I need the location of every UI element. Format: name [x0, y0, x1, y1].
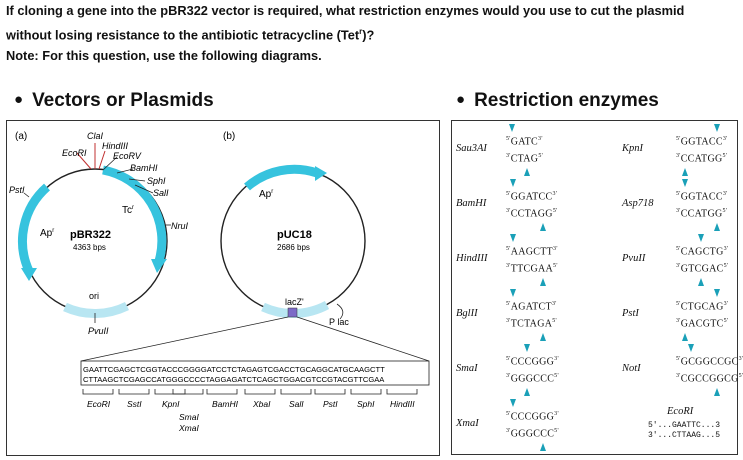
pbr322-tet-arc: [102, 165, 167, 263]
cut-site-icon: [510, 399, 516, 407]
ori-label: ori: [89, 291, 99, 301]
mcs-site-xmai: XmaI: [178, 423, 199, 433]
bullet-icon: ●: [456, 91, 466, 108]
puc18-size: 2686 bps: [277, 243, 310, 252]
cut-site-icon: [682, 168, 688, 176]
mcs-site-xbai: XbaI: [252, 399, 271, 409]
puc-amp-label: Apr: [259, 189, 273, 200]
cut-site-icon: [524, 168, 530, 176]
mcs-site-sphi: SphI: [357, 399, 375, 409]
mcs-box: [287, 307, 298, 318]
arrow-icon: [21, 268, 37, 281]
cut-site-icon: [540, 278, 546, 286]
restriction-enzymes-panel: Sau3AI 5'GATC3' 3'CTAG5' BamHI 5'GGATCC3…: [451, 120, 743, 455]
site-nrui: NruI: [171, 221, 189, 231]
question-line-1: If cloning a gene into the pBR322 vector…: [6, 3, 685, 18]
question-line-2: without losing resistance to the antibio…: [6, 27, 375, 43]
ecori-bottom-strand: 3'...CTTAAG...5: [648, 431, 721, 440]
mcs-site-kpni: KpnI: [162, 399, 180, 409]
cut-site-icon: [714, 223, 720, 231]
pbr322-amp-arc: [18, 183, 51, 273]
cut-site-icon: [714, 289, 720, 297]
enzymes-heading: ●Restriction enzymes: [456, 90, 659, 111]
puc18-name: pUC18: [277, 229, 312, 241]
site-ecori: EcoRI: [62, 148, 87, 158]
cut-site-icon: [688, 344, 694, 352]
cut-site-icon: [682, 179, 688, 187]
cut-site-icon: [524, 344, 530, 352]
site-clai: ClaI: [87, 131, 104, 141]
site-sali: SalI: [153, 188, 169, 198]
vectors-heading: ●Vectors or Plasmids: [14, 90, 214, 111]
amp-label: Apr: [40, 228, 54, 239]
cut-site-icon: [540, 333, 546, 341]
cut-site-icon: [714, 388, 720, 396]
tet-label: Tcr: [122, 205, 134, 216]
pbr322-name: pBR322: [70, 229, 111, 241]
mcs-bottom-strand: CTTAAGCTCGAGCCATGGGCCCCTAGGAGATCTCAGCTGG…: [83, 375, 385, 384]
mcs-site-ssti: SstI: [127, 399, 142, 409]
mcs-top-strand: GAATTCGAGCTCGGTACCCGGGGATCCTCTAGAGTCGACC…: [83, 365, 385, 374]
site-ecorv: EcoRV: [113, 151, 142, 161]
plasmid-diagram-panel: (a) ori Apr Tcr pBR322 4363 bps ClaI Hin…: [6, 120, 440, 456]
arrow-icon: [151, 259, 167, 273]
question-note: Note: For this question, use the followi…: [6, 48, 322, 64]
cut-site-icon: [698, 278, 704, 286]
cut-site-icon: [524, 388, 530, 396]
lacz-label: lacZ': [285, 297, 304, 307]
bullet-icon: ●: [14, 91, 24, 108]
puc18-amp-arc: [244, 164, 319, 191]
cut-site-icon: [698, 234, 704, 242]
cut-site-icon: [510, 234, 516, 242]
cut-site-icon: [682, 333, 688, 341]
mcs-site-sali: SalI: [289, 399, 304, 409]
panel-label-a: (a): [15, 131, 27, 142]
site-psti: PstI: [9, 185, 25, 195]
panel-label-b: (b): [223, 131, 235, 142]
pbr322-size: 4363 bps: [73, 243, 106, 252]
site-bamhi: BamHI: [130, 163, 158, 173]
site-sphi: SphI: [147, 176, 166, 186]
mcs-site-hindiii: HindIII: [390, 399, 415, 409]
cut-site-icon: [510, 289, 516, 297]
arrow-icon: [315, 166, 327, 181]
puc18-circle: [220, 168, 366, 314]
mcs-site-bamhi: BamHI: [212, 399, 239, 409]
mcs-site-smai: SmaI: [179, 412, 199, 422]
site-pvuii: PvuII: [88, 326, 109, 336]
ecori-top-strand: 5'...GAATTC...3: [648, 421, 721, 430]
mcs-site-ecori: EcoRI: [87, 399, 111, 409]
site-hindiii: HindIII: [102, 141, 129, 151]
plasmid-diagram: (a) ori Apr Tcr pBR322 4363 bps ClaI Hin…: [9, 131, 430, 433]
mcs-sequence-box: [80, 360, 430, 386]
pbr322-ori-arc: [63, 301, 130, 319]
cut-site-icon: [540, 443, 546, 451]
cut-site-icon: [714, 124, 720, 132]
mcs-site-psti: PstI: [323, 399, 338, 409]
cut-site-icon: [510, 179, 516, 187]
cut-site-icon: [509, 124, 515, 132]
cut-site-icon: [540, 223, 546, 231]
plac-label: P lac: [329, 317, 349, 327]
question-text: If cloning a gene into the pBR322 vector…: [6, 0, 743, 66]
